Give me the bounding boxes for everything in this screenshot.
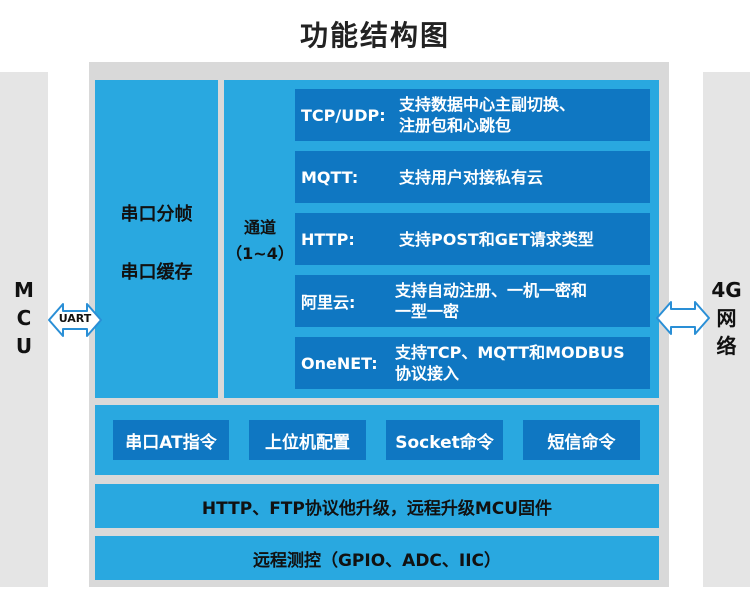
upgrade-row: HTTP、FTP协议他升级，远程升级MCU固件 — [95, 484, 659, 528]
protocol-name: 阿里云: — [301, 293, 356, 312]
mcu-label: M C U — [0, 276, 48, 360]
network-double-arrow-icon — [656, 301, 710, 335]
serial-buffer-label: 串口缓存 — [120, 262, 193, 283]
protocol-desc-line: 支持TCP、MQTT和MODBUS — [395, 343, 625, 362]
protocol-desc-line: 支持数据中心主副切换、 — [399, 95, 576, 114]
protocol-desc-line: 协议接入 — [395, 364, 460, 383]
protocol-name: TCP/UDP: — [301, 105, 386, 125]
protocol-desc-line: 支持自动注册、一机一密和 — [395, 281, 588, 300]
protocol-row-http: HTTP: 支持POST和GET请求类型 — [295, 213, 650, 265]
remote-control-row: 远程测控（GPIO、ADC、IIC） — [95, 536, 659, 580]
protocol-row-mqtt: MQTT: 支持用户对接私有云 — [295, 151, 650, 203]
mcu-label-char: U — [15, 334, 33, 358]
channel-label-line2: （1~4） — [226, 244, 294, 263]
network-label: 4G 网 络 — [703, 276, 750, 360]
protocol-desc: 支持POST和GET请求类型 — [399, 213, 649, 265]
serial-frame-label: 串口分帧 — [120, 204, 193, 225]
uart-double-arrow-icon — [48, 303, 102, 337]
upper-divider — [218, 80, 224, 398]
command-host-config: 上位机配置 — [249, 420, 366, 460]
protocol-desc-line: 支持POST和GET请求类型 — [399, 229, 594, 249]
command-sms: 短信命令 — [523, 420, 640, 460]
protocol-desc: 支持用户对接私有云 — [399, 151, 649, 203]
mcu-side-panel: M C U — [0, 72, 48, 587]
protocol-desc-line: 注册包和心跳包 — [399, 116, 512, 135]
protocol-desc: 支持TCP、MQTT和MODBUS 协议接入 — [395, 337, 649, 389]
protocol-desc-line: 一型一密 — [395, 302, 460, 321]
protocol-name: HTTP: — [301, 229, 355, 249]
protocol-name: MQTT: — [301, 167, 359, 187]
uart-label: UART — [58, 312, 92, 325]
protocol-desc: 支持数据中心主副切换、 注册包和心跳包 — [399, 89, 649, 141]
protocol-row-onenet: OneNET: 支持TCP、MQTT和MODBUS 协议接入 — [295, 337, 650, 389]
network-label-char: 网 — [716, 306, 737, 330]
channel-label-line1: 通道 — [243, 218, 276, 237]
mcu-label-char: C — [16, 306, 32, 330]
channel-label: 通道 （1~4） — [224, 215, 296, 267]
network-label-char: 络 — [716, 334, 737, 358]
protocol-desc-line: 支持用户对接私有云 — [399, 167, 544, 187]
page-title: 功能结构图 — [299, 19, 450, 52]
mcu-label-char: M — [14, 278, 34, 302]
protocol-name: OneNET: — [301, 353, 378, 373]
protocol-desc: 支持自动注册、一机一密和 一型一密 — [395, 275, 649, 327]
network-label-char: 4G — [711, 278, 742, 302]
protocol-row-tcp-udp: TCP/UDP: 支持数据中心主副切换、 注册包和心跳包 — [295, 89, 650, 141]
network-side-panel: 4G 网 络 — [703, 72, 750, 587]
command-socket: Socket命令 — [386, 420, 503, 460]
command-serial-at: 串口AT指令 — [113, 420, 229, 460]
protocol-row-aliyun: 阿里云: 支持自动注册、一机一密和 一型一密 — [295, 275, 650, 327]
